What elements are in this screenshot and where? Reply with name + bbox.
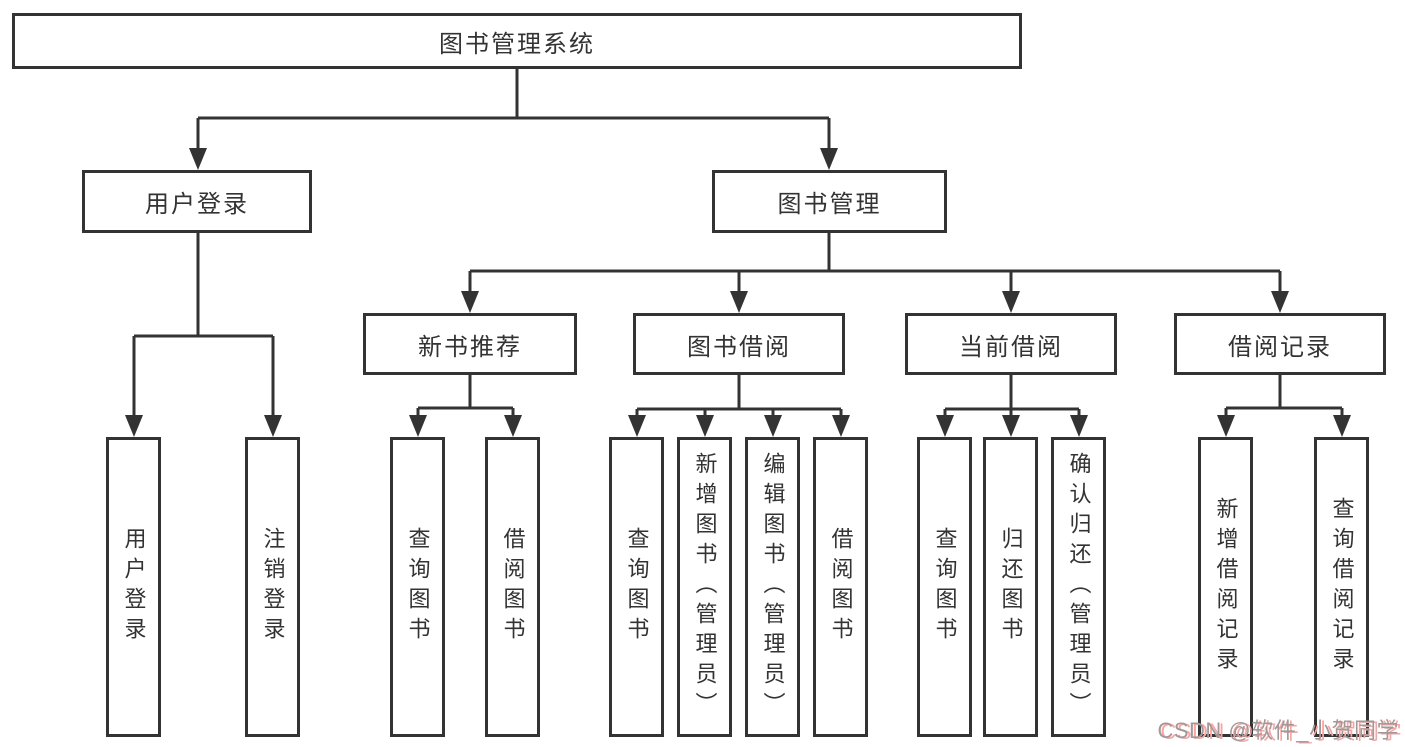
node-borrow-records-label: 借阅记录 [1228, 333, 1332, 361]
node-book-management: 图书管理 [712, 170, 947, 233]
node-book-borrow: 图书借阅 [633, 313, 845, 375]
connector-current-to-leaves [943, 375, 1081, 420]
leaf-rec-borrow-books: 借阅图书 [485, 437, 540, 737]
arrowheads-records-leaves [1217, 415, 1351, 437]
leaf-borrow-query-books-label: 查询图书 [624, 527, 650, 647]
leaf-logout-label: 注销登录 [260, 527, 286, 647]
node-user-login-branch: 用户登录 [82, 170, 312, 233]
connector-records-to-leaves [1224, 375, 1344, 420]
node-current-borrow-label: 当前借阅 [959, 333, 1063, 361]
node-borrow-records: 借阅记录 [1174, 313, 1386, 375]
node-book-management-label: 图书管理 [777, 191, 882, 218]
arrowheads-rec-leaves [409, 415, 522, 437]
leaf-records-query-record-label: 查询借阅记录 [1329, 497, 1355, 677]
node-user-login-branch-label: 用户登录 [145, 191, 249, 218]
leaf-borrow-edit-books-admin: 编辑图书（管理员） [745, 437, 800, 737]
leaf-logout: 注销登录 [245, 437, 300, 737]
leaf-rec-borrow-books-label: 借阅图书 [500, 527, 526, 647]
connector-login-to-leaves [132, 233, 275, 420]
node-current-borrow: 当前借阅 [905, 313, 1117, 375]
leaf-borrow-add-books-admin-label: 新增图书（管理员） [692, 452, 718, 722]
connector-root-to-level2 [196, 69, 831, 153]
leaf-current-return-books-label: 归还图书 [998, 527, 1024, 647]
leaf-current-query-books-label: 查询图书 [932, 527, 958, 647]
leaf-records-add-record-label: 新增借阅记录 [1213, 497, 1239, 677]
leaf-rec-query-books: 查询图书 [390, 437, 445, 737]
leaf-current-query-books: 查询图书 [917, 437, 972, 737]
leaf-borrow-edit-books-admin-label: 编辑图书（管理员） [760, 452, 786, 722]
connector-rec-to-leaves [416, 375, 515, 420]
csdn-watermark: CSDN @软件_小贺同学 [1157, 718, 1399, 743]
leaf-user-login: 用户登录 [106, 437, 161, 737]
leaf-records-add-record: 新增借阅记录 [1198, 437, 1253, 737]
leaf-records-query-record: 查询借阅记录 [1314, 437, 1369, 737]
leaf-rec-query-books-label: 查询图书 [405, 527, 431, 647]
node-root: 图书管理系统 [12, 13, 1022, 69]
leaf-current-confirm-return-admin-label: 确认归还（管理员） [1066, 452, 1092, 722]
node-book-borrow-label: 图书借阅 [687, 333, 791, 361]
node-new-book-recommend-label: 新书推荐 [418, 333, 522, 361]
arrowheads-level2 [189, 148, 838, 170]
arrowheads-borrow-leaves [628, 415, 850, 437]
leaf-borrow-borrow-books-label: 借阅图书 [828, 527, 854, 647]
arrowheads-level3 [461, 291, 1289, 313]
node-root-label: 图书管理系统 [439, 30, 595, 58]
arrowheads-current-leaves [936, 415, 1088, 437]
leaf-borrow-query-books: 查询图书 [609, 437, 664, 737]
leaf-current-return-books: 归还图书 [983, 437, 1038, 737]
leaf-current-confirm-return-admin: 确认归还（管理员） [1051, 437, 1106, 737]
leaf-borrow-add-books-admin: 新增图书（管理员） [677, 437, 732, 737]
leaf-borrow-borrow-books: 借阅图书 [813, 437, 868, 737]
connector-borrow-to-leaves [635, 375, 843, 420]
arrowheads-login-leaves [125, 415, 282, 437]
node-new-book-recommend: 新书推荐 [363, 313, 577, 375]
connector-mgmt-to-level3 [468, 233, 1282, 296]
leaf-user-login-label: 用户登录 [121, 527, 147, 647]
